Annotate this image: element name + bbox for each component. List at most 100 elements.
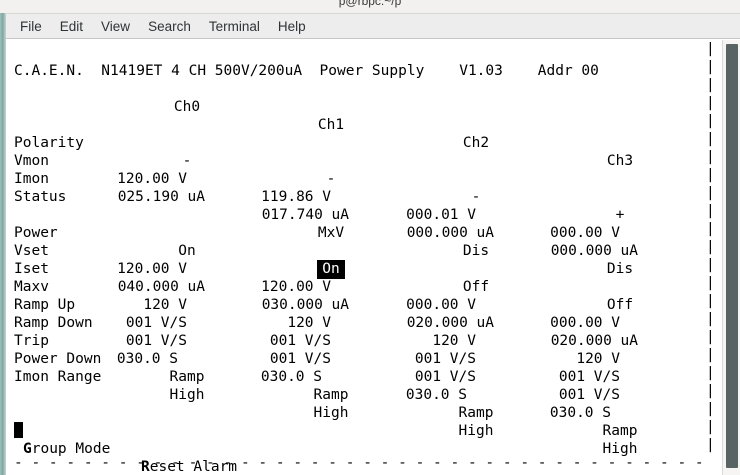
row-imon: Imon 025.190 uA 017.740 uA 000.000 uA 00… xyxy=(6,152,722,259)
imon-range-ch3[interactable]: High xyxy=(602,441,638,457)
command-reset-alarm-hotkey: R xyxy=(141,459,150,475)
iset-ch1[interactable]: 030.000 uA xyxy=(261,297,349,313)
iset-ch3[interactable]: 020.000 uA xyxy=(550,333,638,349)
vmon-ch2: 000.01 V xyxy=(406,207,476,223)
power-ch1-value[interactable]: On xyxy=(317,260,345,279)
row-label-vset: Vset xyxy=(14,243,49,259)
power-ch1-selected[interactable]: On xyxy=(268,260,394,279)
row-power: Power On On Off Off xyxy=(6,206,722,313)
row-label-ramp-down: Ramp Down xyxy=(14,315,93,331)
maxv-ch3[interactable]: 120 V xyxy=(576,351,620,367)
maxv-ch2[interactable]: 120 V xyxy=(432,333,476,349)
device-header-row: C.A.E.N. N1419ET 4 CH 500V/200uA Power S… xyxy=(6,44,722,79)
trip-ch1[interactable]: 030.0 S xyxy=(260,369,322,385)
row-iset: Iset 040.000 uA 030.000 uA 020.000 uA 02… xyxy=(6,242,722,349)
menu-item-file[interactable]: File xyxy=(20,18,42,34)
iset-ch2[interactable]: 020.000 uA xyxy=(406,315,494,331)
polarity-ch3: + xyxy=(615,207,625,223)
imon-range-ch1[interactable]: High xyxy=(313,405,349,421)
power-ch2[interactable]: Off xyxy=(462,279,490,295)
polarity-ch1: - xyxy=(326,171,336,187)
power-down-ch3[interactable]: Ramp xyxy=(602,423,638,439)
menu-item-edit[interactable]: Edit xyxy=(59,18,84,34)
vmon-ch1: 119.86 V xyxy=(261,189,331,205)
row-label-power-down: Power Down xyxy=(14,351,102,367)
row-imon-range: Imon Range High High High High xyxy=(6,350,722,457)
terminal-screen[interactable]: C.A.E.N. N1419ET 4 CH 500V/200uA Power S… xyxy=(6,40,722,475)
column-header-ch3: Ch3 xyxy=(606,153,634,169)
row-label-maxv: Maxv xyxy=(14,279,49,295)
row-label-imon-range: Imon Range xyxy=(14,369,102,385)
imon-ch3: 000.000 uA xyxy=(550,243,638,259)
status-ch3: Dis xyxy=(606,261,634,277)
scrollbar-thumb[interactable] xyxy=(726,44,738,468)
power-down-ch0[interactable]: Ramp xyxy=(169,369,205,385)
imon-range-ch0[interactable]: High xyxy=(169,387,205,403)
column-header-ch1: Ch1 xyxy=(317,117,345,133)
imon-ch1: 017.740 uA xyxy=(261,207,349,223)
polarity-ch2: - xyxy=(471,189,481,205)
channel-header-row: Ch0 Ch1 Ch2 Ch3 xyxy=(6,80,722,169)
maxv-ch1[interactable]: 120 V xyxy=(287,315,331,331)
ramp-up-ch1[interactable]: 001 V/S xyxy=(269,333,331,349)
menu-item-view[interactable]: View xyxy=(101,18,131,34)
power-ch3[interactable]: Off xyxy=(606,297,634,313)
row-label-power: Power xyxy=(14,225,58,241)
vset-ch0[interactable]: 120.00 V xyxy=(117,261,187,277)
device-header-text: C.A.E.N. N1419ET 4 CH 500V/200uA Power S… xyxy=(14,63,599,79)
vset-ch3[interactable]: 000.00 V xyxy=(550,315,620,331)
trip-ch0[interactable]: 030.0 S xyxy=(116,351,178,367)
row-trip: Trip 030.0 S 030.0 S 030.0 S 030.0 S xyxy=(6,314,722,421)
command-reset-alarm[interactable]: Reset Alarm xyxy=(141,458,237,475)
iset-ch0[interactable]: 040.000 uA xyxy=(117,279,205,295)
row-polarity: Polarity - - - + xyxy=(6,116,722,223)
menu-item-help[interactable]: Help xyxy=(277,18,306,34)
row-maxv: Maxv 120 V 120 V 120 V 120 V xyxy=(6,260,722,367)
column-header-ch0: Ch0 xyxy=(173,99,201,115)
imon-range-ch2[interactable]: High xyxy=(458,423,494,439)
ramp-up-ch0[interactable]: 001 V/S xyxy=(125,315,187,331)
trip-ch2[interactable]: 030.0 S xyxy=(405,387,467,403)
ramp-down-ch3[interactable]: 001 V/S xyxy=(558,387,620,403)
ramp-up-ch2[interactable]: 001 V/S xyxy=(414,351,476,367)
power-down-ch2[interactable]: Ramp xyxy=(458,405,494,421)
command-group-mode-hotkey: G xyxy=(23,441,32,457)
command-reset-alarm-label: eset Alarm xyxy=(149,459,238,475)
vmon-ch0: 120.00 V xyxy=(117,171,187,187)
row-label-imon: Imon xyxy=(14,171,49,187)
ramp-down-ch2[interactable]: 001 V/S xyxy=(414,369,476,385)
row-label-polarity: Polarity xyxy=(14,135,84,151)
status-ch2: Dis xyxy=(462,243,490,259)
power-ch0[interactable]: On xyxy=(178,243,196,259)
menu-item-search[interactable]: Search xyxy=(148,18,191,34)
row-power-down: Power Down Ramp Ramp Ramp Ramp xyxy=(6,332,722,439)
ramp-down-ch1[interactable]: 001 V/S xyxy=(269,351,331,367)
imon-ch0: 025.190 uA xyxy=(117,189,205,205)
trip-ch3[interactable]: 030.0 S xyxy=(549,405,611,421)
power-down-ch1[interactable]: Ramp xyxy=(313,387,349,403)
row-label-status: Status xyxy=(14,189,67,205)
command-group-mode[interactable]: Group Mode xyxy=(23,440,110,458)
vmon-ch3: 000.00 V xyxy=(550,225,620,241)
window-title-bar: p@rbpc:~/p xyxy=(0,0,740,13)
block-cursor xyxy=(14,422,23,438)
polarity-ch0: - xyxy=(182,153,192,169)
maxv-ch0[interactable]: 120 V xyxy=(143,297,187,313)
window-title: p@rbpc:~/p xyxy=(338,0,402,8)
status-ch1: MxV xyxy=(317,225,345,241)
command-bar: Group Mode Reset Alarm Quit xyxy=(6,422,722,475)
vset-ch1[interactable]: 120.00 V xyxy=(261,279,331,295)
vset-ch2[interactable]: 000.00 V xyxy=(406,297,476,313)
vertical-scrollbar[interactable] xyxy=(722,40,740,475)
imon-ch2: 000.000 uA xyxy=(406,225,494,241)
row-label-iset: Iset xyxy=(14,261,49,277)
row-vset: Vset 120.00 V 120.00 V 000.00 V 000.00 V xyxy=(6,224,722,331)
ramp-down-ch0[interactable]: 001 V/S xyxy=(125,333,187,349)
menu-bar: File Edit View Search Terminal Help xyxy=(0,13,740,39)
ramp-up-ch3[interactable]: 001 V/S xyxy=(558,369,620,385)
row-label-ramp-up: Ramp Up xyxy=(14,297,76,313)
row-label-trip: Trip xyxy=(14,333,49,349)
bottom-border-rule: - - - - - - - - - - - - - - - - - - - - … xyxy=(14,455,714,471)
menu-item-terminal[interactable]: Terminal xyxy=(208,18,260,34)
